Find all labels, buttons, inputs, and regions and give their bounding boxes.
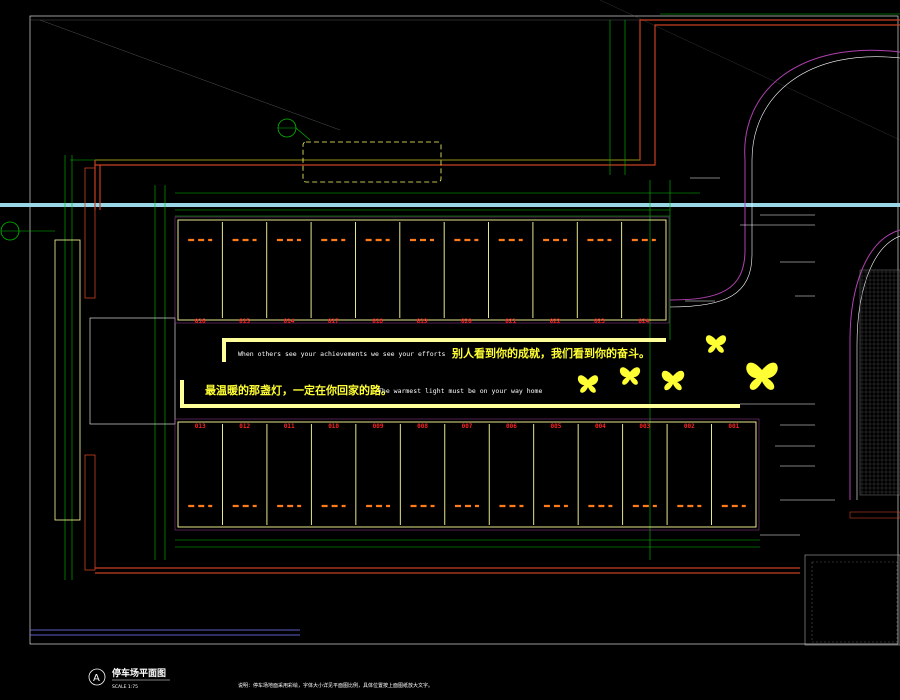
stall-number: 001 xyxy=(728,423,739,430)
stall-number: 017 xyxy=(328,318,339,325)
stall-number: 002 xyxy=(684,423,695,430)
stall-number: 009 xyxy=(373,423,384,430)
section-marker-icon xyxy=(88,668,106,686)
stall-number: 008 xyxy=(417,423,428,430)
drawing-title: 停车场平面图 xyxy=(112,667,166,679)
grid-paving xyxy=(859,269,900,496)
butterfly-icon xyxy=(619,367,641,385)
stall-number: 014 xyxy=(283,318,294,325)
stall-number: 016 xyxy=(195,318,206,325)
stall-number: 018 xyxy=(372,318,383,325)
stall-number: 003 xyxy=(639,423,650,430)
detail-callout-icon xyxy=(277,118,311,141)
slogan-english-2: The warmest light must be on your way ho… xyxy=(378,387,542,395)
stall-number: 022 xyxy=(550,318,561,325)
parking-lot xyxy=(174,216,760,531)
dimension-lines xyxy=(64,13,900,580)
butterfly-icon xyxy=(746,362,778,390)
left-structure xyxy=(54,167,176,571)
building-block xyxy=(804,511,900,646)
stall-number: 020 xyxy=(461,318,472,325)
slogan-english-1: When others see your achievements we see… xyxy=(238,350,445,358)
stall-number: 005 xyxy=(551,423,562,430)
stall-dividers xyxy=(221,222,712,525)
stall-number: 019 xyxy=(417,318,428,325)
stall-numbers-bottom: 013 012 011 010 009 008 007 006 005 004 003 002 001 xyxy=(195,423,740,430)
stall-number: 004 xyxy=(595,423,606,430)
planter-outline xyxy=(302,141,442,183)
road-band xyxy=(0,203,900,207)
stall-number: 024 xyxy=(638,318,649,325)
drawing-frame xyxy=(29,15,899,645)
drawing-note: 说明：停车场地面采用彩绘，字体大小详见平面图比例，具体位置按上面图纸放大文字。 xyxy=(238,682,433,689)
boundary-wall xyxy=(94,19,900,574)
stall-number: 011 xyxy=(284,423,295,430)
butterfly-icon xyxy=(705,335,727,353)
stall-number: 012 xyxy=(239,423,250,430)
stall-number: 021 xyxy=(505,318,516,325)
annotation-leaders xyxy=(685,177,835,536)
stall-number: 013 xyxy=(195,423,206,430)
stall-numbers-top: 016 015 014 017 018 019 020 021 022 023 024 xyxy=(195,318,650,325)
butterfly-icon xyxy=(661,370,685,391)
curved-curb xyxy=(669,49,900,500)
stall-number: 015 xyxy=(239,318,250,325)
stall-number: 006 xyxy=(506,423,517,430)
slogan-chinese-1: 别人看到你的成就，我们看到你的奋斗。 xyxy=(451,346,650,360)
aisle-paint xyxy=(180,338,740,408)
detail-callout-icon xyxy=(0,221,55,241)
stall-number: 010 xyxy=(328,423,339,430)
drawing-scale: SCALE 1:75 xyxy=(112,684,138,690)
stall-number: 023 xyxy=(594,318,605,325)
butterfly-icon xyxy=(577,375,599,393)
section-marker-letter: A xyxy=(93,673,100,684)
slogan-chinese-2: 最温暖的那盏灯，一定在你回家的路。 xyxy=(205,383,392,397)
stall-number: 007 xyxy=(462,423,473,430)
